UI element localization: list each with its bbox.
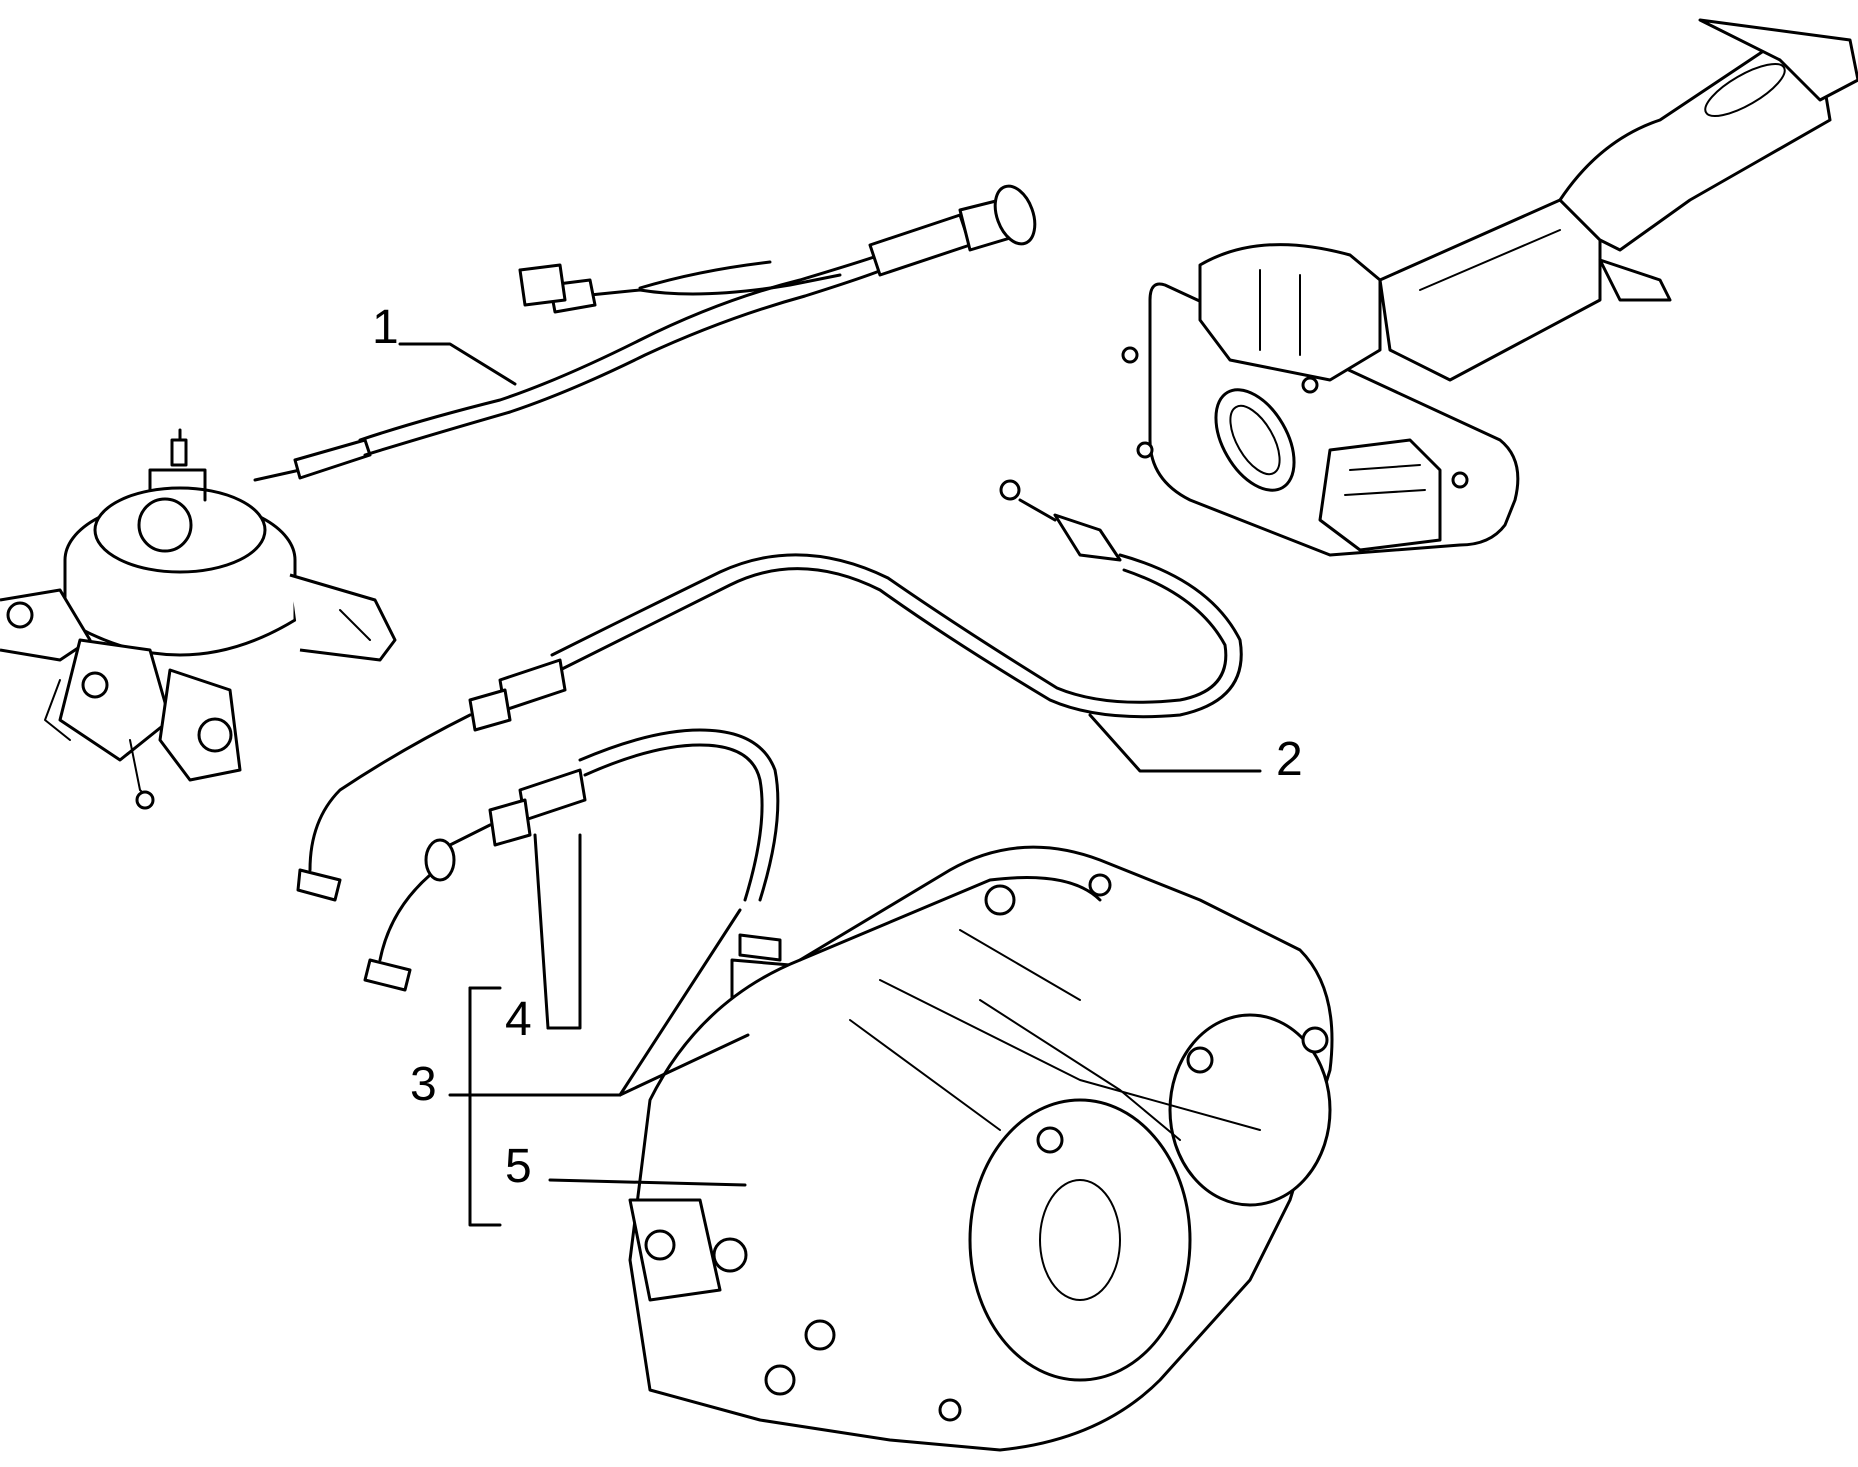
cable-1 <box>253 184 1037 482</box>
selector-mechanism <box>1121 18 1858 557</box>
callout-3: 3 <box>410 1058 437 1111</box>
callout-5: 5 <box>505 1140 532 1193</box>
cable-2 <box>296 479 1243 902</box>
transmission <box>628 845 1334 1452</box>
callout-1: 1 <box>372 301 399 354</box>
callout-4: 4 <box>505 993 532 1046</box>
carburetor-assembly <box>0 428 397 810</box>
callout-labels: 1 2 3 4 5 <box>372 301 1303 1193</box>
leader-lines <box>398 342 1262 1227</box>
callout-2: 2 <box>1276 733 1303 786</box>
